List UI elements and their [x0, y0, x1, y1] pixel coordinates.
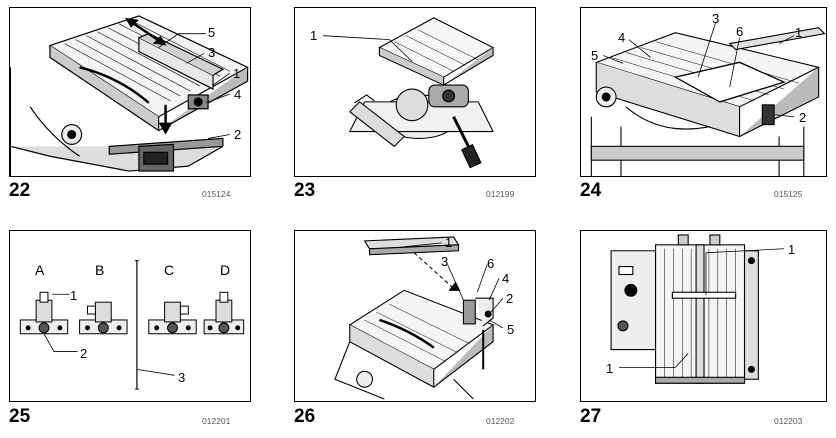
fig22-callout-4: 4: [234, 87, 242, 102]
figure-23-panel: 1: [294, 7, 536, 177]
fig24-callout-1: 1: [795, 25, 803, 40]
figure-23-illustration: [323, 17, 495, 169]
position-label-a: A: [35, 262, 45, 278]
fig27-callout-1-top: 1: [788, 242, 796, 257]
fig25-callout-1: 1: [70, 288, 78, 303]
figure-24-code: 015125: [774, 189, 803, 199]
fig24-callout-6: 6: [736, 24, 744, 39]
position-label-c: C: [164, 262, 175, 278]
figure-26-code: 012202: [486, 416, 515, 426]
fig26-callout-2: 2: [506, 291, 514, 306]
figure-24-number: 24: [580, 180, 602, 201]
figure-26-panel: 1 3 6 4 2 5: [294, 230, 536, 402]
fig23-callout-1: 1: [310, 28, 318, 43]
fig25-callout-2: 2: [80, 346, 88, 361]
figure-23-number: 23: [294, 180, 316, 201]
fig22-callout-1: 1: [233, 66, 241, 81]
fig24-callout-3: 3: [712, 11, 720, 26]
fig26-callout-5: 5: [507, 322, 515, 337]
figure-27-illustration: [610, 234, 785, 384]
figure-25-number: 25: [9, 406, 31, 427]
figure-22-panel: 5 3 1 4 2: [9, 7, 251, 177]
figure-23-code: 012199: [486, 189, 515, 199]
position-label-b: B: [95, 262, 105, 278]
figure-22-code: 015124: [202, 189, 231, 199]
fig27-callout-1-bottom: 1: [606, 361, 614, 376]
fig26-callout-3: 3: [441, 254, 449, 269]
fig26-callout-1: 1: [445, 235, 453, 250]
fig24-callout-4: 4: [618, 30, 626, 45]
figure-25-code: 012201: [202, 416, 231, 426]
figure-22-illustration: [10, 15, 249, 176]
figure-24-panel: 3 6 1 4 5 2: [580, 7, 827, 177]
figure-26-number: 26: [294, 406, 316, 427]
figure-25-illustration: [19, 260, 245, 390]
fig22-callout-2: 2: [234, 127, 242, 142]
figure-27-panel: 1 1: [580, 230, 827, 402]
position-label-d: D: [220, 262, 231, 278]
fig25-callout-3: 3: [178, 370, 186, 385]
fig22-callout-3: 3: [208, 45, 216, 60]
fig24-callout-5: 5: [591, 48, 599, 63]
position-a-drawing: [19, 291, 69, 335]
figure-25-panel: A B C D 1 2 3: [9, 230, 251, 402]
fig22-callout-5: 5: [208, 25, 216, 40]
figure-27-code: 012203: [774, 416, 803, 426]
figure-27-number: 27: [580, 406, 602, 427]
fig26-callout-6: 6: [487, 256, 495, 271]
figure-24-illustration: [590, 21, 826, 176]
figure-22-number: 22: [9, 180, 31, 201]
fig24-callout-2: 2: [799, 110, 807, 125]
fig26-callout-4: 4: [502, 271, 510, 286]
figure-26-illustration: [334, 236, 504, 400]
